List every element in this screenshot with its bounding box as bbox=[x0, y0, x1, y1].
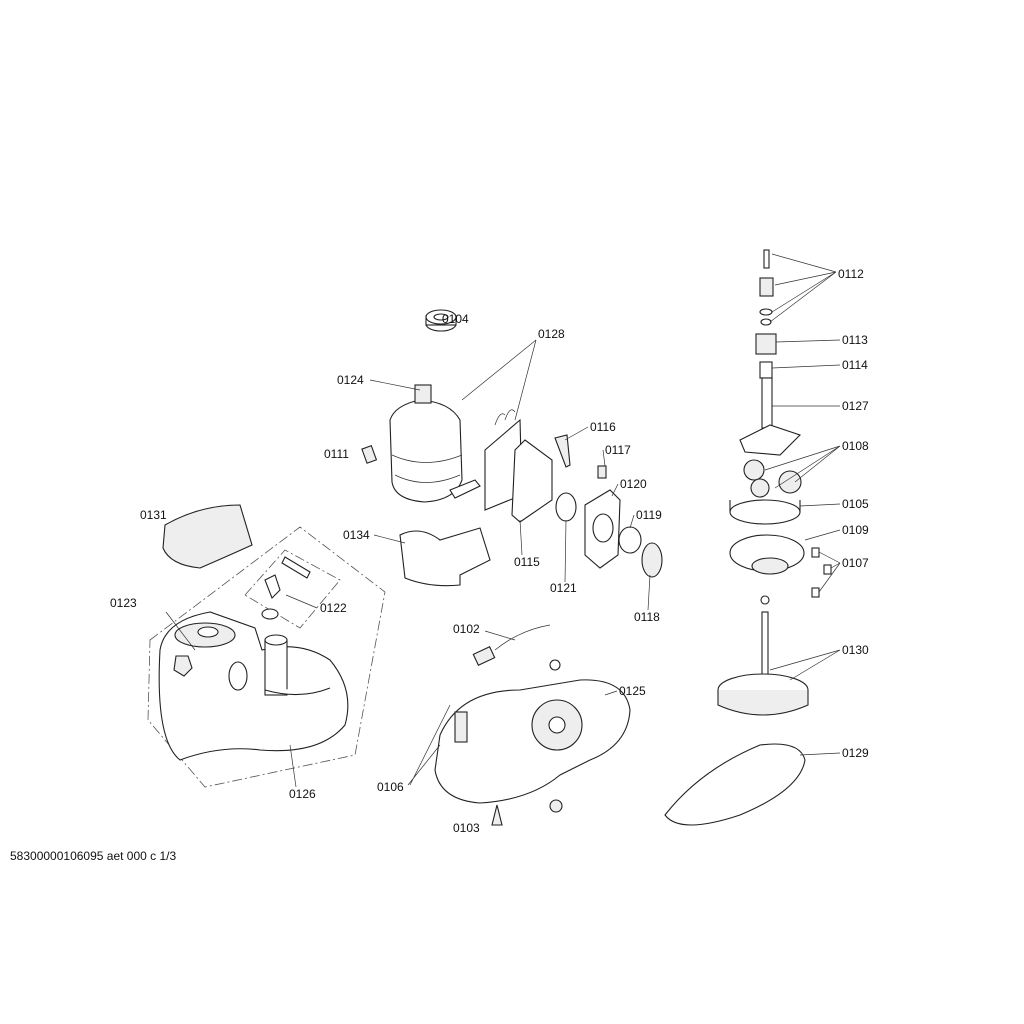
part-0106-feet bbox=[454, 711, 468, 743]
label-0118: 0118 bbox=[634, 610, 660, 624]
part-0115-frame bbox=[511, 439, 553, 523]
drive-shaft-assembly bbox=[664, 249, 832, 826]
part-0117 bbox=[597, 465, 607, 479]
label-0106: 0106 bbox=[377, 780, 404, 794]
label-0117: 0117 bbox=[605, 443, 631, 457]
label-0134: 0134 bbox=[343, 528, 370, 542]
label-0131: 0131 bbox=[140, 508, 167, 522]
label-0102: 0102 bbox=[453, 622, 480, 636]
label-0113: 0113 bbox=[842, 333, 868, 347]
leader-lines bbox=[165, 253, 841, 788]
label-0105: 0105 bbox=[842, 497, 869, 511]
part-0119 bbox=[618, 526, 642, 554]
part-0103-foot bbox=[491, 804, 503, 826]
part-0134-motor-cover bbox=[399, 527, 491, 587]
label-0104: 0104 bbox=[442, 312, 469, 326]
part-0131-cover bbox=[162, 504, 253, 569]
label-0122: 0122 bbox=[320, 601, 347, 615]
document-id-footer: 58300000106095 aet 000 c 1/3 bbox=[10, 849, 177, 863]
label-0123: 0123 bbox=[110, 596, 137, 610]
part-0124-motor bbox=[389, 384, 481, 503]
label-0111: 0111 bbox=[324, 447, 349, 461]
label-0129: 0129 bbox=[842, 746, 869, 760]
part-0116 bbox=[554, 434, 571, 468]
label-0127: 0127 bbox=[842, 399, 869, 413]
part-0122-switch-group bbox=[244, 549, 341, 629]
label-0112: 0112 bbox=[838, 267, 864, 281]
label-0116: 0116 bbox=[590, 420, 616, 434]
label-0125: 0125 bbox=[619, 684, 646, 698]
part-0121 bbox=[555, 492, 577, 522]
label-0128: 0128 bbox=[538, 327, 565, 341]
part-0104-bearing bbox=[425, 309, 457, 332]
label-0114: 0114 bbox=[842, 358, 868, 372]
part-0125-base-plate bbox=[434, 659, 631, 813]
label-0126: 0126 bbox=[289, 787, 316, 801]
label-0115: 0115 bbox=[514, 555, 540, 569]
label-0119: 0119 bbox=[636, 508, 662, 522]
label-0107: 0107 bbox=[842, 556, 869, 570]
label-0121: 0121 bbox=[550, 581, 577, 595]
label-0108: 0108 bbox=[842, 439, 869, 453]
part-0102-power-cord bbox=[472, 624, 551, 666]
part-labels: 0104 0128 0124 0111 0116 0117 0120 0119 … bbox=[110, 267, 869, 835]
part-0126-housing bbox=[147, 526, 386, 788]
label-0124: 0124 bbox=[337, 373, 364, 387]
label-0109: 0109 bbox=[842, 523, 869, 537]
label-0103: 0103 bbox=[453, 821, 480, 835]
label-0130: 0130 bbox=[842, 643, 869, 657]
part-0111 bbox=[361, 445, 378, 464]
label-0120: 0120 bbox=[620, 477, 647, 491]
part-0118 bbox=[641, 542, 663, 578]
